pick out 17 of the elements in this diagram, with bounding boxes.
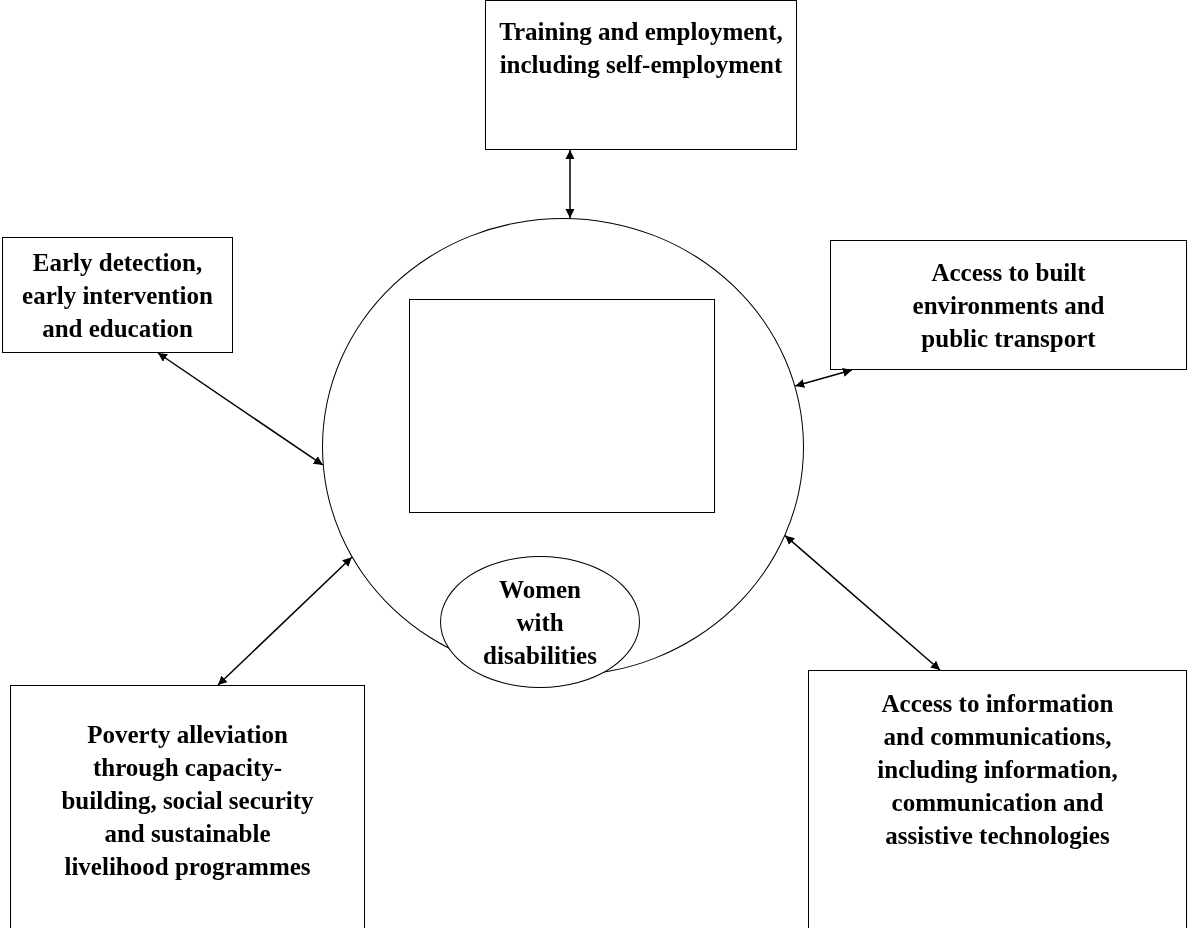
double-arrow (565, 149, 575, 219)
double-arrow (217, 556, 353, 686)
node-label: Poverty alleviation through capacity-building, social security and sustainable livelihood programmes (60, 720, 315, 882)
text-box (10, 685, 365, 928)
rectangle (409, 299, 715, 513)
text-box (2, 237, 233, 353)
node-label: Early detection, early intervention and education (21, 247, 214, 344)
node-label: Access to information and communications, including information, communication and assistive technologies (876, 689, 1119, 851)
double-arrow (157, 352, 324, 466)
node-label: Access to built environments and public transport (911, 257, 1106, 354)
text-box (485, 0, 797, 150)
node-label: Women with disabilities (482, 574, 598, 671)
text-box (808, 670, 1187, 928)
double-arrow (784, 534, 941, 671)
node-label: Training and employment, including self-employment (498, 17, 784, 80)
text-box (830, 240, 1187, 370)
double-arrow (794, 368, 853, 388)
